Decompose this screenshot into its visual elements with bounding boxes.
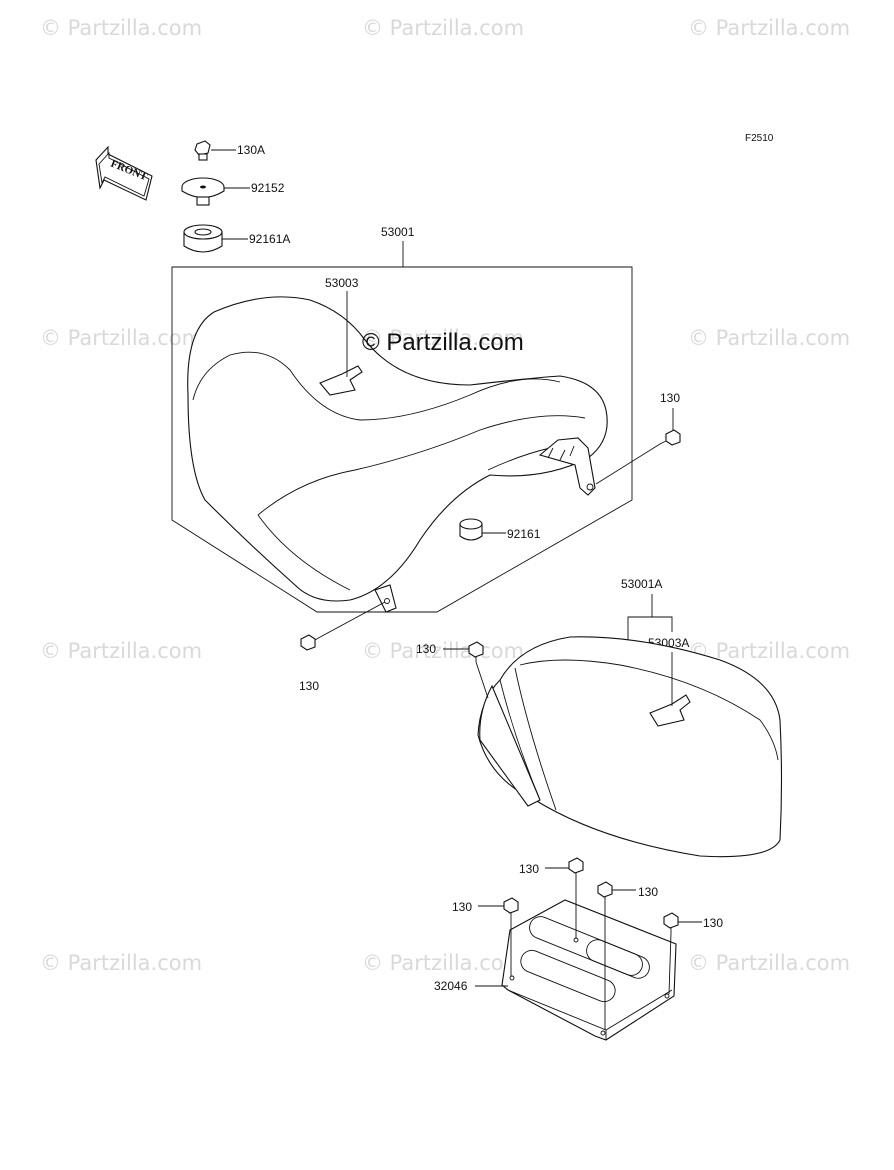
watermark-bottom-center: © Partzilla.com	[362, 951, 524, 975]
leader-130-rear-install	[475, 661, 489, 699]
watermark-top-center: © Partzilla.com	[362, 16, 524, 40]
label-92152: 92152	[251, 181, 285, 195]
watermark-low-center: © Partzilla.com	[362, 639, 524, 663]
damper-92161-icon	[459, 518, 483, 541]
bolt-130a-icon	[194, 140, 211, 161]
watermark-mid-center: © Partzilla.com	[362, 326, 524, 350]
label-130-right: 130	[660, 391, 680, 405]
label-32046: 32046	[434, 979, 468, 993]
watermark-low-left: © Partzilla.com	[40, 639, 202, 663]
bolt-130-right-icon	[659, 429, 681, 446]
leader-130-right-install	[595, 443, 661, 485]
label-bracket-bolt-1: 130	[519, 862, 539, 876]
label-130a: 130A	[237, 143, 265, 157]
watermark-bottom-left: © Partzilla.com	[40, 951, 202, 975]
diagram-code: F2510	[745, 133, 774, 144]
leader-53001a	[627, 594, 673, 652]
watermark-layer: © Partzilla.com © Partzilla.com © Partzi…	[40, 16, 850, 975]
front-arrow-icon: FRONT	[95, 145, 153, 201]
bolt-130-rear-icon	[468, 641, 484, 662]
watermark-mid-right: © Partzilla.com	[688, 326, 850, 350]
center-watermark: © Partzilla.com	[362, 329, 524, 356]
label-bracket-bolt-2: 130	[638, 885, 658, 899]
label-53001a: 53001A	[621, 577, 662, 591]
label-53001: 53001	[381, 225, 415, 239]
label-bracket-bolt-4: 130	[703, 916, 723, 930]
assembly-frame-53001	[171, 241, 633, 613]
leader-bracket-bolt-4-install	[668, 932, 672, 995]
leader-130-left-install	[321, 601, 386, 637]
bolt-bracket-3-icon	[503, 897, 519, 918]
bolt-bracket-2-icon	[597, 881, 613, 902]
damper-92161a-icon	[183, 224, 223, 253]
bolt-bracket-1-icon	[568, 857, 584, 878]
bolt-bracket-4-icon	[663, 912, 679, 933]
label-92161: 92161	[507, 527, 541, 541]
washer-92152-icon	[181, 177, 225, 206]
front-seat-53001-icon	[187, 296, 608, 613]
bracket-32046-icon	[501, 899, 677, 1041]
watermark-top-left: © Partzilla.com	[40, 16, 202, 40]
label-130-rear: 130	[416, 642, 436, 656]
label-92161a: 92161A	[249, 232, 290, 246]
label-bracket-bolt-3: 130	[452, 900, 472, 914]
label-53003: 53003	[325, 276, 359, 290]
watermark-bottom-right: © Partzilla.com	[688, 951, 850, 975]
strap-53003-icon	[319, 365, 363, 396]
label-130-left: 130	[299, 679, 319, 693]
watermark-mid-left: © Partzilla.com	[40, 326, 202, 350]
strap-53003a-icon	[649, 694, 691, 727]
rear-seat-53001a-icon	[477, 636, 783, 858]
bolt-130-left-icon	[300, 634, 323, 651]
watermark-top-right: © Partzilla.com	[688, 16, 850, 40]
